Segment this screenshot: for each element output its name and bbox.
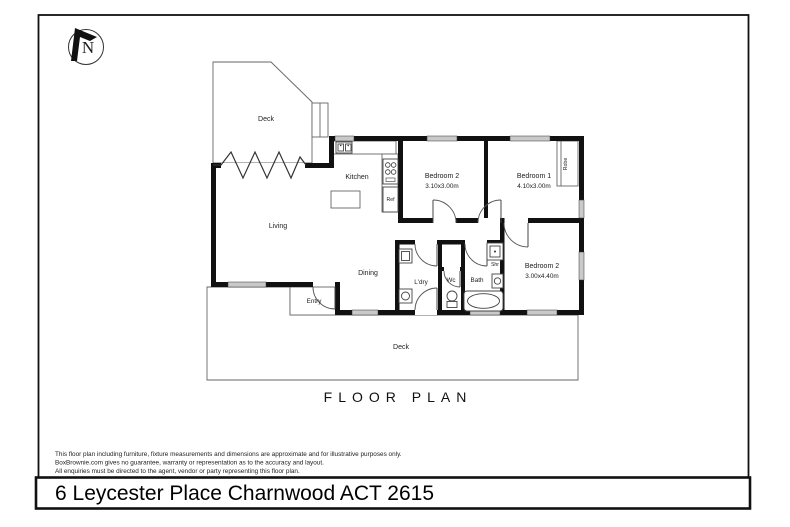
window-kitchen — [334, 135, 355, 142]
label-entry: Entry — [307, 298, 323, 305]
wall-kitchen-west — [329, 136, 334, 168]
window-south-bedroom — [526, 309, 558, 316]
address-bar — [34, 476, 752, 510]
label-dining: Dining — [358, 270, 378, 277]
label-bedroom2-top: Bedroom 2 — [425, 173, 459, 180]
label-laundry: L'dry — [414, 279, 428, 286]
label-bath: Bath — [471, 277, 484, 284]
label-deck-bottom: Deck — [393, 344, 409, 351]
compass-letter: N — [82, 38, 94, 57]
window-bedroom2-top — [426, 135, 458, 142]
wall-hall-north-c — [528, 218, 584, 223]
disclaimer-line-1: This floor plan including furniture, fix… — [55, 451, 402, 458]
label-shower: Shr — [491, 262, 499, 268]
plan-title: FLOOR PLAN — [324, 389, 473, 405]
label-bedroom2-rear: Bedroom 2 — [525, 263, 559, 270]
disclaimer-line-3: All enquiries must be directed to the ag… — [55, 468, 300, 475]
door-laundry-exterior — [414, 287, 438, 311]
wall-wc-north-a — [442, 267, 444, 271]
kitchen-island — [330, 190, 361, 209]
bathtub — [463, 290, 504, 312]
wall-laundry-wc-divider — [438, 244, 442, 310]
north-arrow-icon — [71, 28, 97, 61]
wall-bedroom-rear-west — [500, 218, 505, 310]
label-wc: Wc — [446, 277, 455, 284]
wall-entry-east — [335, 282, 340, 315]
wall-laundry-west — [395, 240, 400, 310]
label-deck-top: Deck — [258, 116, 274, 123]
wall-bath-north-c — [487, 240, 500, 245]
door-bedroom2-rear — [503, 222, 529, 248]
compass-north-icon: N — [68, 28, 104, 65]
fridge: Ref — [382, 186, 399, 213]
wall-hall-north-b — [456, 218, 478, 223]
wall-east — [579, 136, 584, 315]
laundry-tub — [398, 248, 413, 264]
washing-machine — [398, 288, 413, 304]
wall-bath-west — [461, 244, 465, 310]
wall-west — [211, 163, 216, 287]
door-bedroom1 — [477, 199, 502, 224]
dims-bedroom2-rear: 3.00x4.40m — [525, 273, 558, 280]
living-footprint — [211, 163, 403, 287]
window-living-south — [227, 281, 267, 288]
label-kitchen: Kitchen — [345, 174, 368, 181]
door-entry — [312, 286, 336, 310]
window-east-bedroom2-rear — [578, 251, 585, 281]
wall-living-north-b — [305, 163, 331, 168]
wall-south-east-seg — [437, 310, 584, 315]
label-bedroom1: Bedroom 1 — [517, 173, 551, 180]
label-living: Living — [269, 223, 287, 230]
bifold-door-zigzag — [213, 150, 307, 180]
vanity-basin — [491, 273, 504, 289]
property-address: 6 Leycester Place Charnwood ACT 2615 — [55, 482, 434, 505]
stove — [382, 158, 399, 185]
wall-kitchen-divider — [398, 136, 403, 222]
kitchen-sink — [335, 141, 353, 154]
wall-hall-north-a — [398, 218, 433, 223]
door-wc — [443, 270, 461, 288]
wall-bedroom-divider — [484, 141, 488, 218]
window-bedroom1 — [509, 135, 551, 142]
window-east-bedroom1 — [578, 199, 585, 219]
window-south-dining — [351, 309, 379, 316]
wall-bath-north-a — [395, 240, 415, 245]
toilet — [446, 290, 458, 308]
label-robe: Robe — [563, 158, 569, 171]
dims-bedroom2-top: 3.10x3.00m — [425, 183, 458, 190]
fridge-label: Ref — [386, 197, 395, 203]
dims-bedroom1: 4.10x3.00m — [517, 183, 550, 190]
deck-steps — [311, 102, 329, 138]
shower — [486, 242, 504, 261]
door-laundry-hall — [414, 243, 438, 267]
disclaimer-line-2: BoxBrownie.com gives no guarantee, warra… — [55, 460, 324, 467]
door-bedroom2-top — [432, 199, 457, 224]
wall-bath-north-b — [437, 240, 465, 245]
